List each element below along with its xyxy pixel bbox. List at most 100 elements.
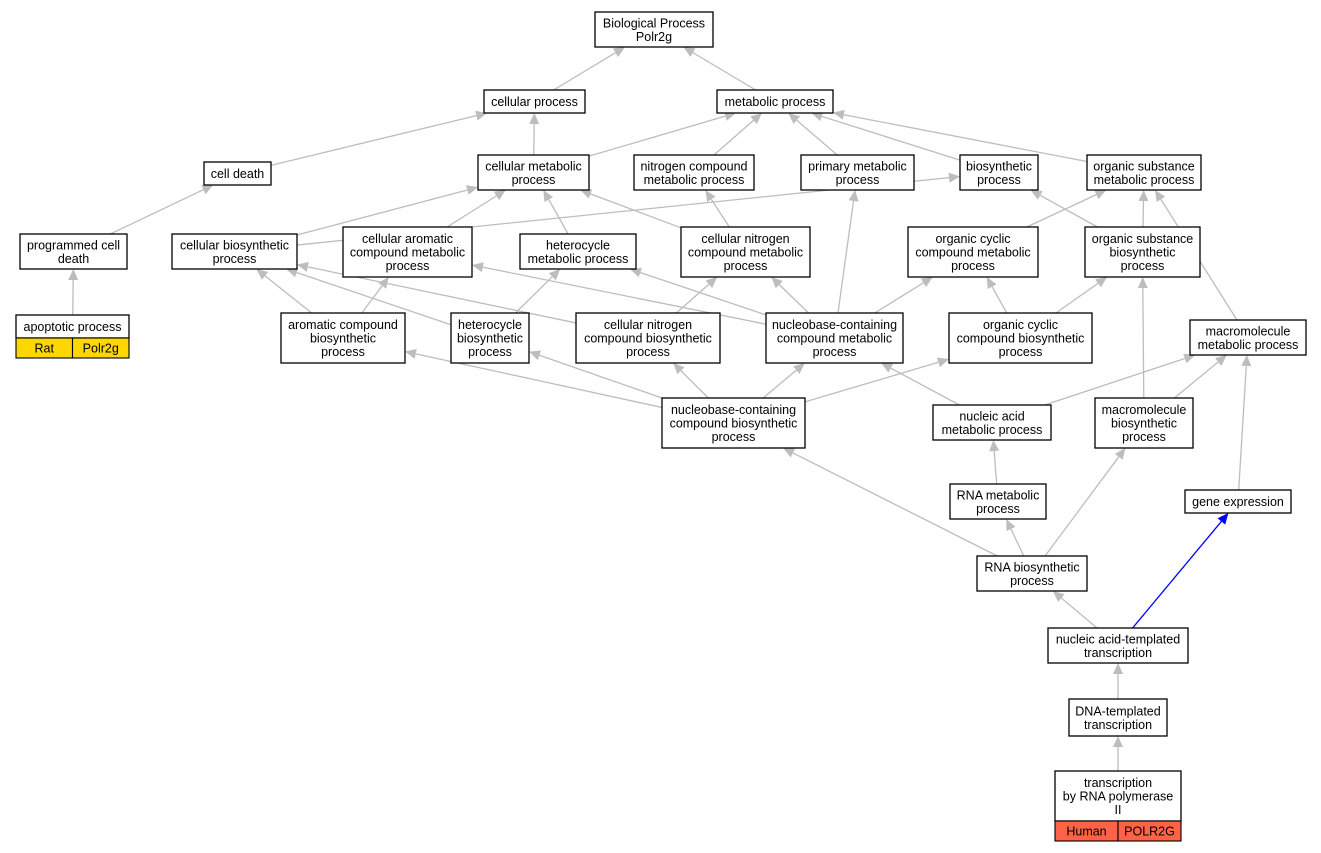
edge-line <box>296 271 452 326</box>
node-label: organic substance <box>1093 159 1195 173</box>
node-box <box>342 226 473 278</box>
edge-arrowhead <box>1052 591 1065 602</box>
edge-macromolecule-biosynthetic-to-macromolecule-metabolic <box>1173 355 1227 399</box>
edge-line <box>890 367 960 406</box>
edge-arrowhead <box>1215 355 1227 366</box>
node-label: transcription <box>1084 776 1152 790</box>
edge-heterocycle-metabolic-to-cellular-metabolic <box>543 190 569 235</box>
node-label: compound biosynthetic <box>957 332 1085 346</box>
node-label: macromolecule <box>1206 324 1291 338</box>
node-cell-death[interactable]: cell death <box>203 161 272 186</box>
edge-arrowhead <box>1183 353 1196 364</box>
node-metabolic-process[interactable]: metabolic process <box>716 89 834 114</box>
node-label: organic cyclic <box>935 232 1010 246</box>
node-label: compound biosynthetic <box>670 417 798 431</box>
node-box <box>976 555 1088 592</box>
edge-line <box>792 452 998 557</box>
edge-arrowhead <box>833 109 845 120</box>
node-box <box>280 312 406 364</box>
node-box <box>19 233 128 270</box>
edge-line <box>874 282 924 314</box>
node-label: RNA biosynthetic <box>984 560 1079 574</box>
edge-primary-metabolic-to-metabolic-process <box>788 113 838 156</box>
edge-arrowhead <box>705 190 716 202</box>
node-label: process <box>213 252 257 266</box>
node-label: apoptotic process <box>24 320 122 334</box>
node-label: process <box>813 345 857 359</box>
edge-arrowhead <box>881 363 894 373</box>
edge-transcription-pol2-to-dna-templated-transcription <box>1113 736 1123 771</box>
edge-line <box>778 284 810 314</box>
edge-arrowhead <box>201 185 214 195</box>
edge-organic-cyclic-metabolic-to-organic-substance-metabolic <box>1026 190 1107 228</box>
edge-rna-biosynthetic-to-macromolecule-biosynthetic <box>1044 448 1126 557</box>
edge-line <box>1026 194 1097 228</box>
node-box <box>661 397 806 449</box>
node-label: nucleobase-containing <box>671 403 796 417</box>
node-label: process <box>951 259 995 273</box>
edge-arrowhead <box>937 357 949 368</box>
node-label: cellular nitrogen <box>701 232 789 246</box>
edge-arrowhead <box>286 267 299 278</box>
annotation-species-cell: Human <box>1054 820 1119 842</box>
node-label: biosynthetic <box>966 159 1032 173</box>
edge-metabolic-process-to-bp-root <box>683 47 757 91</box>
edge-arrowhead <box>1006 519 1016 532</box>
node-cellular-process[interactable]: cellular process <box>483 89 586 114</box>
edge-line <box>590 193 682 229</box>
edge-macromolecule-biosynthetic-to-organic-substance-biosynthetic <box>1137 277 1148 399</box>
edge-line <box>1142 287 1145 399</box>
edge-line <box>1132 521 1222 629</box>
node-label: metabolic process <box>942 423 1043 437</box>
edge-line <box>1055 282 1099 314</box>
edge-line <box>264 275 313 314</box>
edge-arrowhead <box>948 172 960 183</box>
edge-line <box>993 450 998 485</box>
edge-line <box>539 354 663 399</box>
edge-line <box>588 115 726 157</box>
edge-arrowhead <box>405 348 417 359</box>
edge-arrowhead <box>793 363 805 374</box>
edge-arrowhead <box>1137 277 1148 289</box>
edge-line <box>640 271 767 316</box>
node-label: organic cyclic <box>983 318 1058 332</box>
edge-arrowhead <box>750 113 762 125</box>
node-label: compound metabolic <box>350 246 465 260</box>
node-gene-expression[interactable]: gene expression <box>1184 489 1292 514</box>
edge-nucleobase-biosynthetic-to-organic-cyclic-biosynthetic <box>804 357 949 403</box>
edge-nucleobase-metabolic-to-organic-cyclic-metabolic <box>874 277 933 314</box>
node-box <box>450 312 530 364</box>
edge-line <box>1039 194 1098 228</box>
node-label: compound metabolic <box>777 332 892 346</box>
node-label: gene expression <box>1192 495 1284 509</box>
edge-arrowhead <box>466 185 478 195</box>
